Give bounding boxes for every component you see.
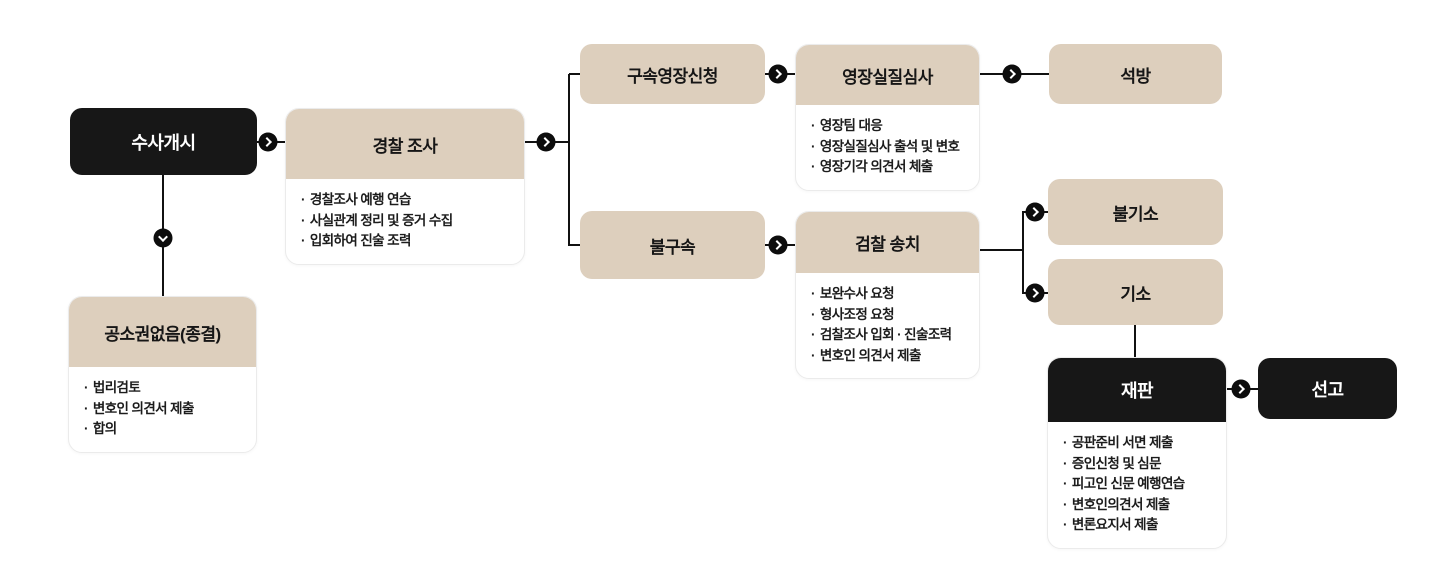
node-investigation-start: 수사개시 [70, 108, 257, 175]
node-label: 선고 [1311, 379, 1344, 400]
card-detail-list: 보완수사 요청 형사조정 요청 검찰조사 입회 · 진술조력 변호인 의견서 제… [796, 273, 979, 378]
card-title: 공소권없음(종결) [69, 297, 256, 367]
card-title: 재판 [1048, 358, 1226, 422]
list-item: 영장기각 의견서 체출 [811, 157, 964, 178]
node-label: 불기소 [1112, 204, 1159, 224]
arrow-right-icon [1025, 202, 1045, 222]
card-detail-list: 경찰조사 예행 연습 사실관계 정리 및 증거 수집 입회하여 진술 조력 [286, 179, 524, 264]
chevron-right-icon [772, 69, 782, 79]
arrow-down-icon [153, 228, 173, 248]
node-sentencing: 선고 [1258, 358, 1397, 419]
node-label: 불구속 [649, 237, 696, 257]
arrow-right-icon [258, 132, 278, 152]
card-prosecution-referral: 검찰 송치 보완수사 요청 형사조정 요청 검찰조사 입회 · 진술조력 변호인… [795, 211, 980, 379]
list-item: 공판준비 서면 제출 [1063, 433, 1211, 454]
chevron-right-icon [262, 137, 272, 147]
node-label: 수사개시 [131, 132, 196, 153]
card-warrant-substantive-review: 영장실질심사 영장팀 대응 영장실질심사 출석 및 변호 영장기각 의견서 체출 [795, 44, 980, 191]
list-item: 변론요지서 제출 [1063, 515, 1211, 536]
list-item: 변호인 의견서 제출 [84, 399, 241, 420]
list-item: 피고인 신문 예행연습 [1063, 474, 1211, 495]
list-item: 변호인 의견서 제출 [811, 346, 964, 367]
card-detail-list: 법리검토 변호인 의견서 제출 합의 [69, 367, 256, 452]
chevron-right-icon [540, 137, 550, 147]
chevron-right-icon [1235, 384, 1245, 394]
branch-police-vertical [568, 74, 570, 246]
list-item: 변호인의견서 제출 [1063, 495, 1211, 516]
card-title-label: 재판 [1120, 381, 1154, 401]
card-detail-list: 영장팀 대응 영장실질심사 출석 및 변호 영장기각 의견서 체출 [796, 105, 979, 190]
chevron-right-icon [772, 240, 782, 250]
list-item: 경찰조사 예행 연습 [301, 190, 509, 211]
list-item: 형사조정 요청 [811, 305, 964, 326]
node-non-indictment: 불기소 [1048, 179, 1223, 245]
chevron-right-icon [1006, 69, 1016, 79]
list-item: 영장팀 대응 [811, 116, 964, 137]
list-item: 입회하여 진술 조력 [301, 231, 509, 252]
arrow-right-icon [1025, 283, 1045, 303]
card-title-label: 경찰 조사 [372, 136, 438, 156]
card-title-label: 영장실질심사 [842, 67, 933, 87]
card-title: 검찰 송치 [796, 212, 979, 273]
node-indictment: 기소 [1048, 259, 1223, 325]
branch-referral-vertical [1022, 211, 1024, 294]
card-trial: 재판 공판준비 서면 제출 증인신청 및 심문 피고인 신문 예행연습 변호인의… [1047, 357, 1227, 549]
node-release: 석방 [1049, 44, 1222, 104]
chevron-right-icon [1029, 288, 1039, 298]
card-title: 경찰 조사 [286, 109, 524, 179]
node-arrest-warrant-request: 구속영장신청 [580, 44, 765, 104]
card-title-label: 공소권없음(종결) [104, 324, 221, 344]
list-item: 법리검토 [84, 378, 241, 399]
chevron-down-icon [158, 232, 168, 242]
list-item: 영장실질심사 출석 및 변호 [811, 137, 964, 158]
connector-indictment-to-trial [1134, 325, 1136, 357]
connector-referral-to-branch [978, 249, 1023, 251]
card-police-investigation: 경찰 조사 경찰조사 예행 연습 사실관계 정리 및 증거 수집 입회하여 진술… [285, 108, 525, 265]
arrow-right-icon [768, 64, 788, 84]
arrow-right-icon [768, 235, 788, 255]
list-item: 합의 [84, 419, 241, 440]
card-title-label: 검찰 송치 [855, 235, 920, 254]
node-no-detention: 불구속 [580, 211, 765, 279]
arrow-right-icon [1231, 379, 1251, 399]
list-item: 증인신청 및 심문 [1063, 454, 1211, 475]
chevron-right-icon [1029, 207, 1039, 217]
list-item: 보완수사 요청 [811, 284, 964, 305]
card-title: 영장실질심사 [796, 45, 979, 105]
node-label: 기소 [1120, 284, 1151, 304]
card-detail-list: 공판준비 서면 제출 증인신청 및 심문 피고인 신문 예행연습 변호인의견서 … [1048, 422, 1226, 548]
branch-to-arrest-warrant [569, 73, 581, 75]
list-item: 사실관계 정리 및 증거 수집 [301, 211, 509, 232]
node-label: 구속영장신청 [627, 66, 718, 86]
card-no-prosecution-closed: 공소권없음(종결) 법리검토 변호인 의견서 제출 합의 [68, 296, 257, 453]
arrow-right-icon [1002, 64, 1022, 84]
branch-to-no-detention [569, 244, 581, 246]
list-item: 검찰조사 입회 · 진술조력 [811, 325, 964, 346]
node-label: 석방 [1120, 66, 1151, 86]
arrow-right-icon [536, 132, 556, 152]
